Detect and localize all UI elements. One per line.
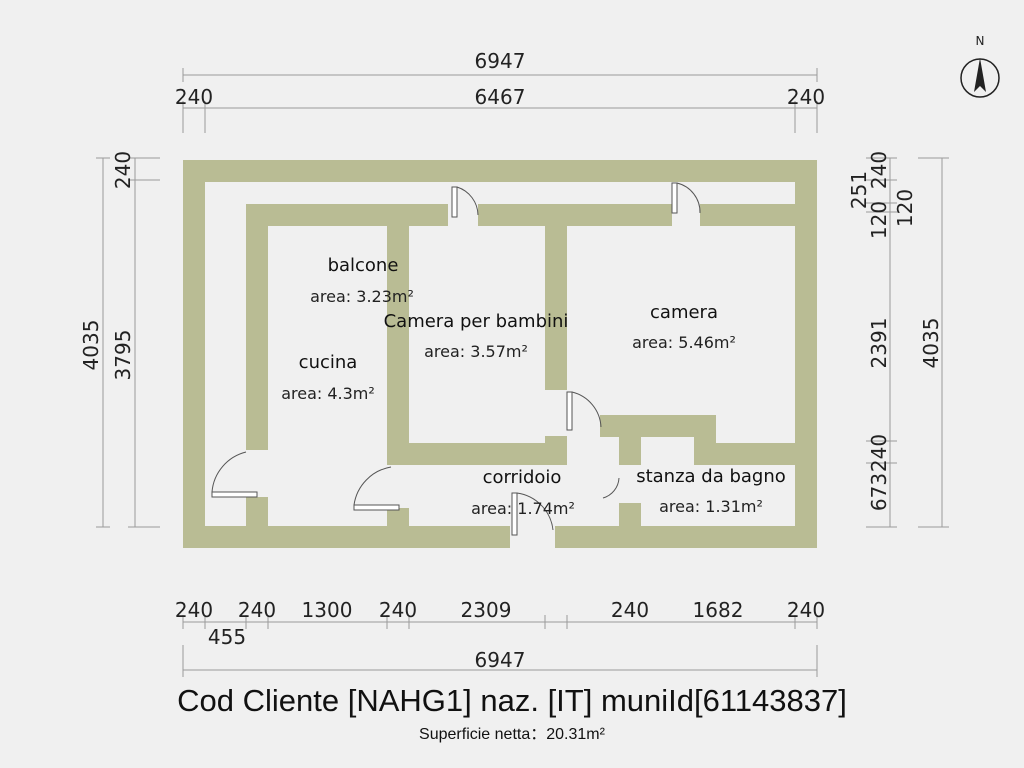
dim-bottom-part: 1682 — [693, 598, 744, 622]
dim-left-part: 240 — [111, 151, 135, 189]
room-cucina: cucina area: 4.3m² — [281, 352, 375, 403]
net-area-subtitle: Superficie netta：20.31m² — [419, 726, 605, 743]
room-stanza-da-bagno: stanza da bagno area: 1.31m² — [636, 466, 786, 516]
dim-left-part: 3795 — [111, 330, 135, 381]
dim-top-part: 240 — [175, 85, 213, 109]
room-name: cucina — [299, 352, 358, 373]
dim-right-part: 240 — [867, 434, 891, 472]
room-area: area: 3.23m² — [310, 287, 414, 306]
north-compass-icon: N — [960, 34, 1000, 98]
dim-bottom-part: 240 — [238, 598, 276, 622]
room-area: area: 1.31m² — [659, 497, 763, 516]
dim-top-part: 6467 — [475, 85, 526, 109]
dim-bottom-part: 240 — [611, 598, 649, 622]
dim-right-total: 4035 — [919, 318, 943, 369]
room-corridoio: corridoio area: 1.74m² — [471, 467, 575, 518]
dim-bottom-part: 1300 — [302, 598, 353, 622]
dim-bottom-part: 240 — [379, 598, 417, 622]
room-name: Camera per bambini — [384, 311, 569, 332]
room-name: balcone — [328, 255, 399, 276]
walls — [183, 160, 817, 548]
dimension-lines — [96, 68, 949, 677]
room-area: area: 3.57m² — [424, 342, 528, 361]
compass-label: N — [976, 34, 985, 48]
doors — [211, 182, 701, 536]
room-name: stanza da bagno — [636, 466, 786, 487]
dim-right-part: 120 — [893, 189, 917, 227]
room-area: area: 1.74m² — [471, 499, 575, 518]
dim-top-part: 240 — [787, 85, 825, 109]
dim-right-part: 120 — [867, 201, 891, 239]
room-camera-per-bambini: Camera per bambini area: 3.57m² — [384, 311, 569, 361]
dim-right-part: 251 — [847, 171, 871, 209]
room-balcone: balcone area: 3.23m² — [310, 255, 414, 306]
dim-bottom-part: 2309 — [461, 598, 512, 622]
client-code-title: Cod Cliente [NAHG1] naz. [IT] muniId[611… — [177, 683, 847, 718]
dim-bottom-sub: 455 — [208, 625, 246, 649]
room-name: corridoio — [483, 467, 562, 488]
dim-right-part: 240 — [867, 151, 891, 189]
dim-bottom-total: 6947 — [475, 648, 526, 672]
room-name: camera — [650, 302, 718, 323]
dim-bottom-part: 240 — [787, 598, 825, 622]
room-area: area: 4.3m² — [281, 384, 375, 403]
room-area: area: 5.46m² — [632, 333, 736, 352]
dim-top-total: 6947 — [475, 49, 526, 73]
dim-bottom-part: 240 — [175, 598, 213, 622]
dim-left-total: 4035 — [79, 320, 103, 371]
dim-right-part: 673 — [867, 473, 891, 511]
room-camera: camera area: 5.46m² — [632, 302, 736, 352]
dim-right-part: 2391 — [867, 318, 891, 369]
